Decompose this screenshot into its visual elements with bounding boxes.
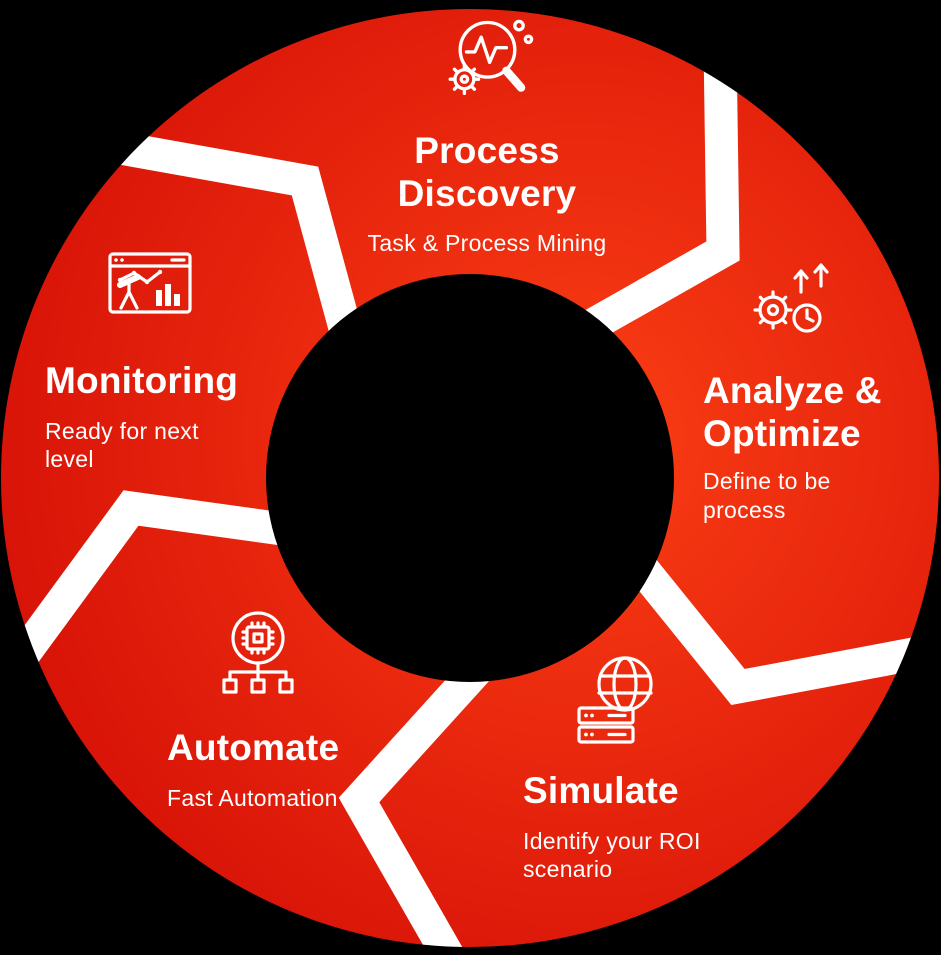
step-title: Simulate	[523, 770, 679, 811]
flow-arrow-analyze-to-simulate-icon	[616, 541, 941, 706]
globe-server-icon	[567, 650, 667, 755]
step-subtitle: Define to be process	[703, 468, 831, 523]
step-title: Automate	[167, 727, 340, 768]
flow-arrow-automate-to-monitoring-icon	[0, 490, 307, 683]
dashboard-telescope-icon	[100, 238, 200, 343]
step-subtitle: Task & Process Mining	[367, 230, 607, 257]
step-analyze-optimize: Analyze & Optimize Define to be process	[703, 370, 913, 525]
step-process-discovery: Process Discovery Task & Process Mining	[337, 130, 637, 258]
chip-network-icon	[208, 608, 308, 713]
step-title: Monitoring	[45, 360, 239, 401]
gear-clock-arrows-icon	[743, 258, 843, 363]
step-title: Process Discovery	[397, 130, 577, 214]
step-subtitle: Ready for next level	[45, 417, 199, 473]
flow-arrow-discovery-to-analyze-icon	[564, 44, 740, 351]
step-monitoring: Monitoring Ready for next level	[45, 360, 238, 474]
step-simulate: Simulate Identify your ROI scenario	[523, 770, 738, 884]
step-title: Analyze & Optimize	[703, 370, 882, 454]
step-automate: Automate Fast Automation	[167, 727, 339, 812]
magnifier-gear-pulse-icon	[435, 12, 540, 122]
flow-arrow-simulate-to-automate-icon	[338, 639, 507, 955]
step-subtitle: Identify your ROI scenario	[523, 827, 701, 883]
flow-arrow-monitoring-to-discovery-icon	[95, 127, 367, 355]
step-subtitle: Fast Automation	[167, 784, 338, 811]
